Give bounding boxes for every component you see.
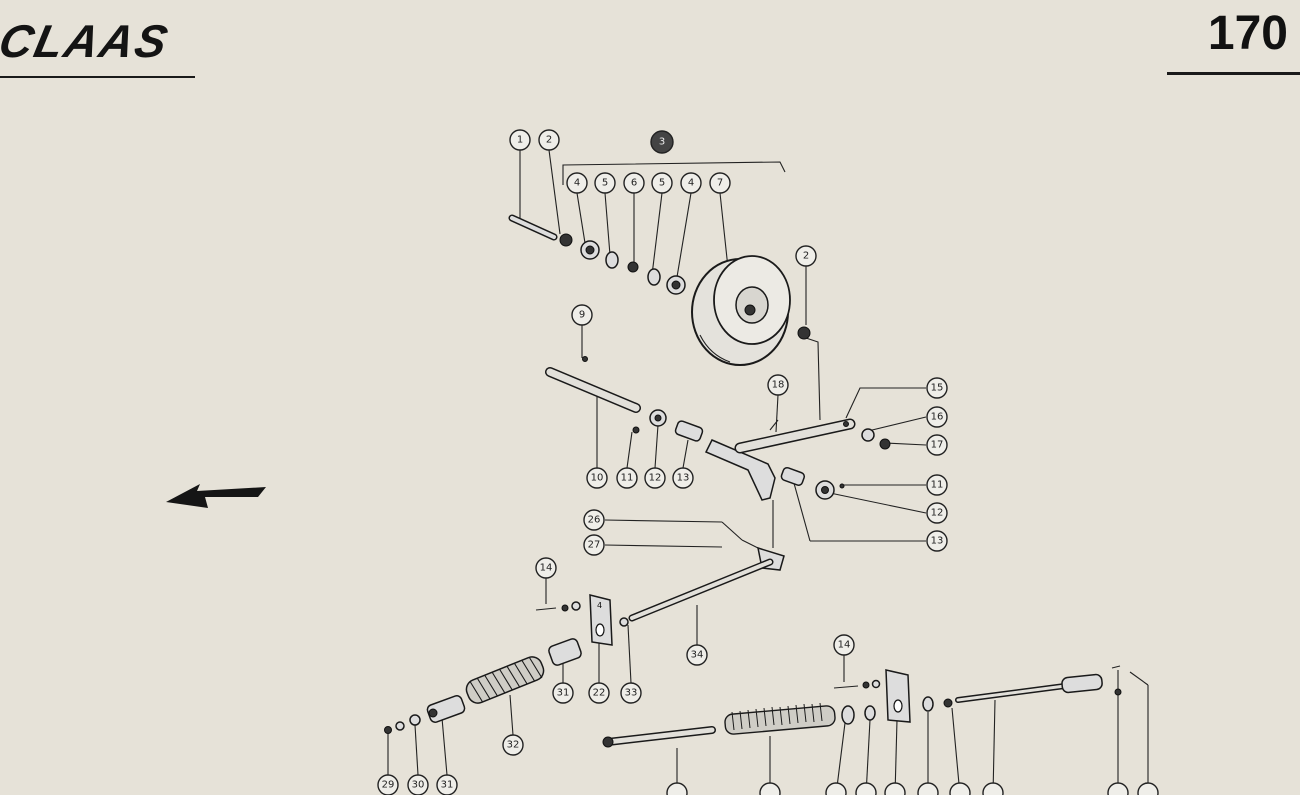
callout-3: 3 bbox=[650, 130, 674, 154]
callout-31a: 31 bbox=[552, 682, 574, 704]
callout-12a: 12 bbox=[644, 467, 666, 489]
callout-partial-c bbox=[825, 782, 847, 795]
svg-text:10: 10 bbox=[591, 473, 604, 484]
callout-16: 16 bbox=[926, 406, 948, 428]
svg-text:12: 12 bbox=[931, 508, 944, 519]
svg-text:32: 32 bbox=[507, 740, 520, 751]
svg-text:3: 3 bbox=[659, 137, 665, 148]
svg-text:4: 4 bbox=[574, 178, 580, 189]
svg-text:31: 31 bbox=[557, 688, 570, 699]
svg-text:14: 14 bbox=[838, 640, 851, 651]
callout-13b: 13 bbox=[926, 530, 948, 552]
page-number: 170 bbox=[1207, 7, 1288, 60]
header-rule-left bbox=[0, 76, 195, 78]
callout-17: 17 bbox=[926, 434, 948, 456]
callout-4a: 4 bbox=[566, 172, 588, 194]
callout-5a: 5 bbox=[594, 172, 616, 194]
svg-text:5: 5 bbox=[659, 178, 665, 189]
svg-text:27: 27 bbox=[588, 540, 601, 551]
svg-text:6: 6 bbox=[631, 178, 637, 189]
svg-text:17: 17 bbox=[931, 440, 944, 451]
callout-31b: 31 bbox=[436, 774, 458, 795]
callout-10: 10 bbox=[586, 467, 608, 489]
svg-text:31: 31 bbox=[441, 780, 454, 791]
svg-text:29: 29 bbox=[382, 780, 395, 791]
callout-2: 2 bbox=[538, 129, 560, 151]
callout-6: 6 bbox=[623, 172, 645, 194]
callout-partial-d bbox=[855, 782, 877, 795]
svg-text:33: 33 bbox=[625, 688, 638, 699]
svg-text:4: 4 bbox=[597, 601, 602, 610]
callout-partial-b bbox=[759, 782, 781, 795]
svg-text:22: 22 bbox=[593, 688, 606, 699]
callout-13a: 13 bbox=[672, 467, 694, 489]
callout-partial-j bbox=[1137, 782, 1159, 795]
callout-32: 32 bbox=[502, 734, 524, 756]
callout-labels: 1 2 3 4 5 6 5 4 7 2 9 18 15 16 17 10 11 … bbox=[377, 129, 1159, 795]
callout-7: 7 bbox=[709, 172, 731, 194]
svg-text:26: 26 bbox=[588, 515, 601, 526]
svg-text:11: 11 bbox=[931, 480, 944, 491]
callout-1: 1 bbox=[509, 129, 531, 151]
svg-text:14: 14 bbox=[540, 563, 553, 574]
svg-text:30: 30 bbox=[412, 780, 425, 791]
callout-partial-e bbox=[884, 782, 906, 795]
svg-text:13: 13 bbox=[677, 473, 690, 484]
svg-text:7: 7 bbox=[717, 178, 723, 189]
callout-27: 27 bbox=[583, 534, 605, 556]
callout-2b: 2 bbox=[795, 245, 817, 267]
svg-text:4: 4 bbox=[688, 178, 694, 189]
svg-text:5: 5 bbox=[602, 178, 608, 189]
callout-partial-i bbox=[1107, 782, 1129, 795]
svg-text:13: 13 bbox=[931, 536, 944, 547]
svg-text:15: 15 bbox=[931, 383, 944, 394]
svg-text:2: 2 bbox=[546, 135, 552, 146]
callout-11b: 11 bbox=[926, 474, 948, 496]
callout-29: 29 bbox=[377, 774, 399, 795]
callout-26: 26 bbox=[583, 509, 605, 531]
callout-33: 33 bbox=[620, 682, 642, 704]
callout-18: 18 bbox=[767, 374, 789, 396]
svg-text:9: 9 bbox=[579, 310, 585, 321]
callout-5b: 5 bbox=[651, 172, 673, 194]
callout-34: 34 bbox=[686, 644, 708, 666]
callout-partial-g bbox=[949, 782, 971, 795]
svg-text:11: 11 bbox=[621, 473, 634, 484]
svg-text:34: 34 bbox=[691, 650, 704, 661]
header-rule-right bbox=[1167, 72, 1300, 75]
svg-text:2: 2 bbox=[803, 251, 809, 262]
callout-11a: 11 bbox=[616, 467, 638, 489]
svg-text:18: 18 bbox=[772, 380, 785, 391]
svg-text:16: 16 bbox=[931, 412, 944, 423]
callout-30: 30 bbox=[407, 774, 429, 795]
callout-22: 22 bbox=[588, 682, 610, 704]
svg-text:1: 1 bbox=[517, 135, 523, 146]
callout-partial-f bbox=[917, 782, 939, 795]
callout-14a: 14 bbox=[535, 557, 557, 579]
callout-partial-a bbox=[666, 782, 688, 795]
callout-partial-h bbox=[982, 782, 1004, 795]
callout-14b: 14 bbox=[833, 634, 855, 656]
callout-12b: 12 bbox=[926, 502, 948, 524]
arrow-left-icon bbox=[166, 484, 266, 508]
part-drawings: 4 bbox=[384, 214, 1122, 748]
callout-9: 9 bbox=[571, 304, 593, 326]
callout-4b: 4 bbox=[680, 172, 702, 194]
callout-15: 15 bbox=[926, 377, 948, 399]
svg-text:12: 12 bbox=[649, 473, 662, 484]
